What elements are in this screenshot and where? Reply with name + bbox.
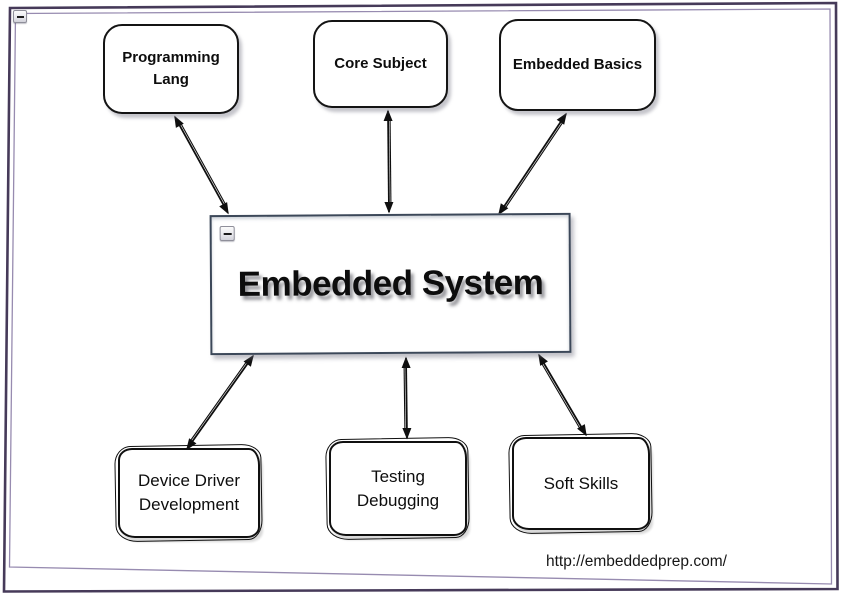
- node-label: Embedded Basics: [512, 56, 643, 74]
- node-label: Testing Debugging: [356, 466, 440, 510]
- edge-embedded-system-soft-skills: [538, 353, 587, 437]
- edge-embedded-system-programming-lang: [174, 115, 229, 215]
- center-node-minimize-icon[interactable]: [219, 225, 235, 242]
- center-node-label: Embedded System: [237, 263, 544, 304]
- node-embedded-basics[interactable]: Embedded Basics: [499, 19, 656, 111]
- edge-doubled-stroke: [180, 123, 226, 205]
- node-device-driver-development[interactable]: Device Driver Development: [118, 448, 260, 538]
- node-core-subject[interactable]: Core Subject: [313, 20, 448, 108]
- edge-doubled-stroke: [505, 122, 564, 208]
- minus-glyph: [223, 232, 232, 235]
- node-testing-debugging[interactable]: Testing Debugging: [329, 441, 467, 536]
- edge-embedded-system-device-driver-development: [186, 354, 254, 451]
- node-label: Core Subject: [334, 55, 427, 73]
- website-url: http://embeddedprep.com/: [546, 553, 727, 570]
- node-embedded-system[interactable]: Embedded System: [209, 212, 572, 356]
- node-label: Programming Lang: [122, 49, 220, 88]
- edge-doubled-stroke: [190, 361, 247, 441]
- edge-embedded-system-embedded-basics: [498, 112, 567, 216]
- node-soft-skills[interactable]: Soft Skills: [512, 437, 650, 530]
- minus-glyph: [16, 15, 24, 18]
- edge-embedded-system-core-subject: [383, 109, 394, 214]
- edge-doubled-stroke: [389, 119, 392, 203]
- frame-minimize-icon[interactable]: [13, 10, 27, 23]
- edge-embedded-system-testing-debugging: [401, 356, 412, 440]
- node-programming-lang[interactable]: Programming Lang: [103, 24, 239, 114]
- edge-doubled-stroke: [403, 367, 406, 430]
- edge-doubled-stroke: [541, 363, 581, 429]
- node-label: Soft Skills: [543, 473, 619, 493]
- node-label: Device Driver Development: [137, 471, 241, 514]
